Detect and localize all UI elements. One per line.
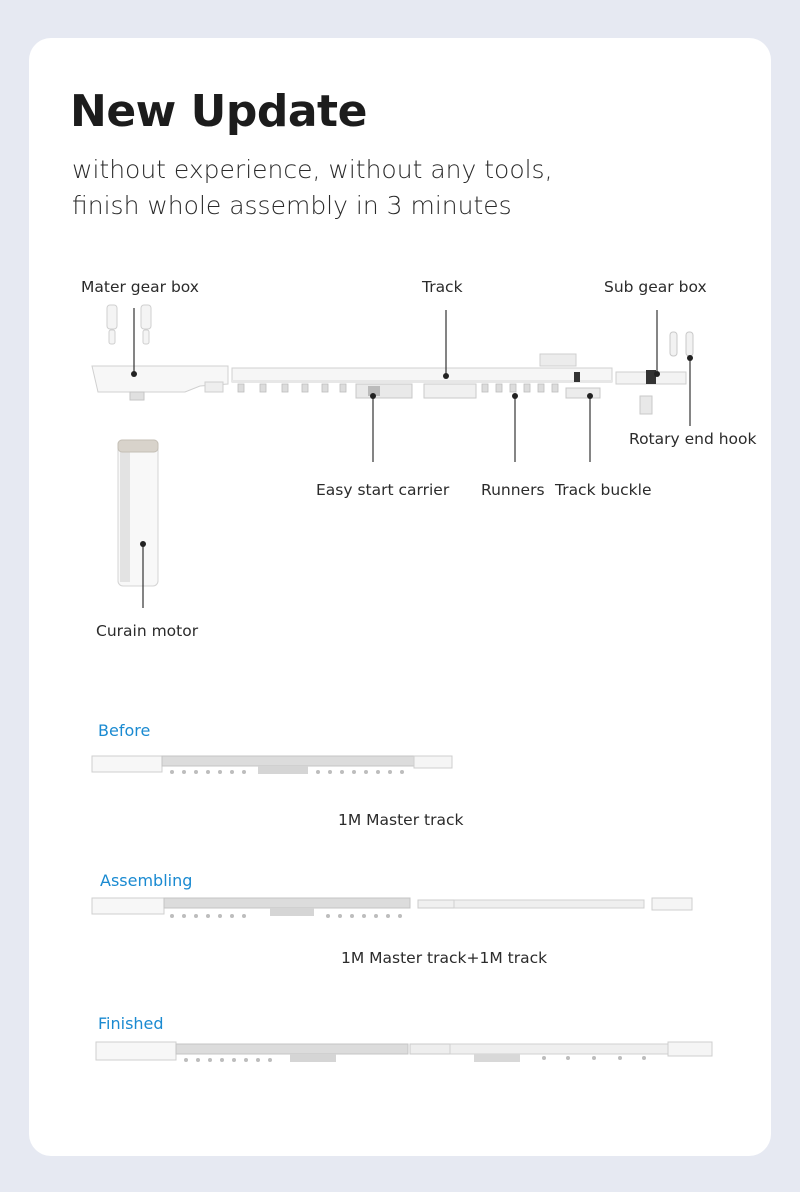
- assembling-track-icon: [91, 897, 693, 918]
- stage-before-caption: 1M Master track: [338, 811, 464, 829]
- stage-finished-label: Finished: [98, 1014, 164, 1033]
- easy-start-carrier-icon: [355, 383, 477, 399]
- callout-lines: [133, 308, 691, 608]
- track-buckle-icon: [565, 387, 601, 399]
- before-track-icon: [91, 755, 453, 774]
- sub-gear-box-icon: [615, 370, 687, 415]
- content-card: [29, 38, 771, 1156]
- label-master-gear-box: Mater gear box: [81, 278, 199, 296]
- label-rotary-end-hook: Rotary end hook: [629, 430, 757, 448]
- label-track: Track: [422, 278, 463, 296]
- label-curtain-motor: Curain motor: [96, 622, 199, 640]
- label-runners: Runners: [481, 481, 545, 499]
- runners-icon: [237, 383, 559, 393]
- master-gear-box-icon: [91, 365, 229, 401]
- stage-before-label: Before: [98, 721, 151, 740]
- page-title: New Update: [70, 86, 367, 137]
- label-easy-start-carrier: Easy start carrier: [316, 481, 450, 499]
- page-subtitle: without experience, without any tools, f…: [72, 152, 632, 224]
- master-hooks-icon: [106, 304, 152, 345]
- subtitle-line-2: finish whole assembly in 3 minutes: [72, 191, 512, 220]
- label-sub-gear-box: Sub gear box: [604, 278, 707, 296]
- label-track-buckle: Track buckle: [555, 481, 652, 499]
- finished-track-icon: [95, 1041, 713, 1062]
- track-rail-icon: [231, 353, 613, 383]
- rotary-end-hook-icon: [669, 331, 694, 357]
- curtain-motor-icon: [117, 439, 159, 587]
- stage-assembling-caption: 1M Master track+1M track: [341, 949, 548, 967]
- stage-assembling-label: Assembling: [100, 871, 193, 890]
- callout-dots: [131, 355, 693, 547]
- subtitle-line-1: without experience, without any tools,: [72, 155, 553, 184]
